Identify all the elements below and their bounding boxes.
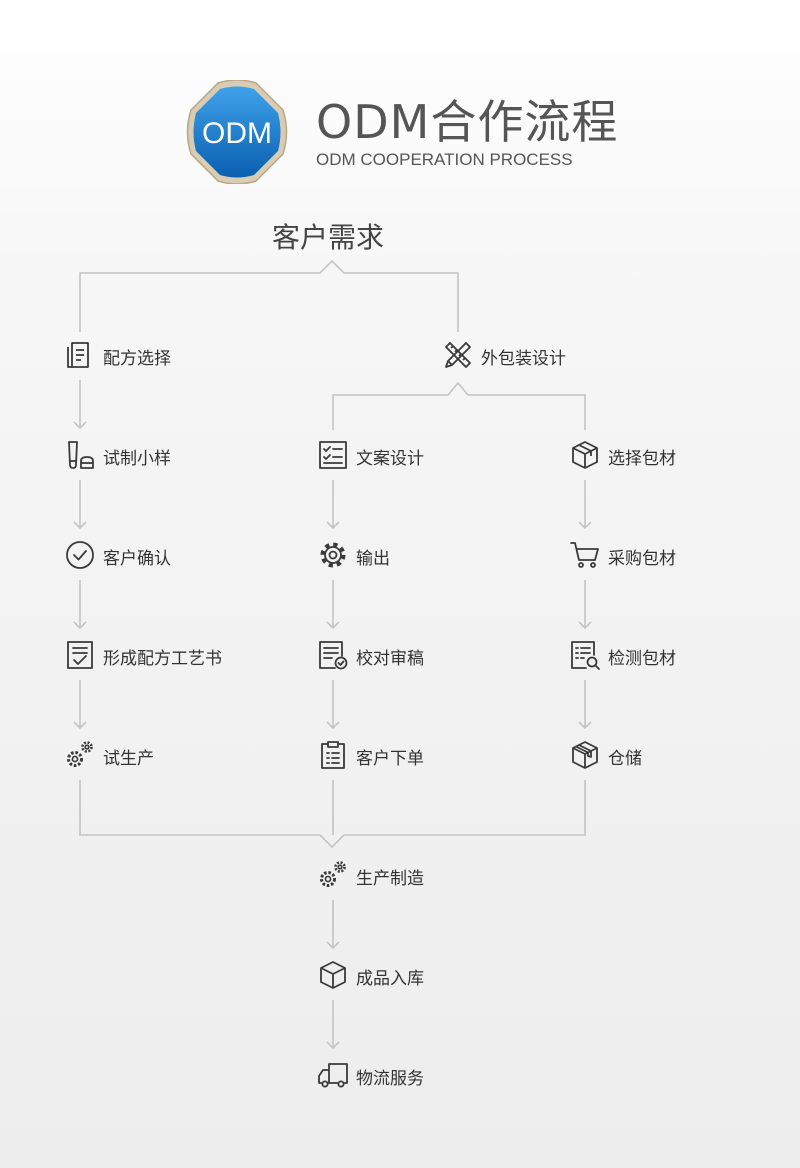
document-icon bbox=[67, 342, 89, 368]
step-label: 外包装设计 bbox=[481, 349, 566, 369]
clipboard-icon bbox=[321, 741, 345, 769]
storage-box-icon bbox=[572, 741, 598, 769]
box-icon bbox=[572, 441, 598, 469]
step-label: 客户确认 bbox=[103, 549, 171, 569]
checklist-icon bbox=[319, 441, 347, 469]
cart-icon bbox=[570, 542, 599, 568]
step-label: 试生产 bbox=[103, 749, 154, 769]
step-label: 检测包材 bbox=[608, 649, 676, 669]
step-label: 文案设计 bbox=[356, 449, 424, 469]
cube-icon bbox=[320, 961, 346, 989]
arrow-lines bbox=[73, 380, 592, 1050]
step-label: 成品入库 bbox=[356, 969, 424, 989]
step-label: 物流服务 bbox=[356, 1069, 424, 1089]
logo-text: ODM bbox=[202, 117, 272, 150]
step-label: 仓储 bbox=[608, 749, 642, 769]
step-label: 客户下单 bbox=[356, 749, 424, 769]
merge-bracket bbox=[79, 780, 586, 849]
gears-icon bbox=[320, 861, 346, 887]
step-label: 校对审稿 bbox=[356, 649, 424, 669]
packaging-bracket bbox=[332, 381, 586, 430]
pencil-ruler-icon bbox=[445, 342, 471, 368]
step-label: 生产制造 bbox=[356, 869, 424, 889]
page-title: ODM合作流程 bbox=[316, 95, 619, 149]
step-label: 试制小样 bbox=[103, 449, 171, 469]
step-label: 选择包材 bbox=[608, 449, 676, 469]
step-label: 输出 bbox=[356, 549, 390, 569]
check-circle-icon bbox=[66, 541, 94, 569]
top-bracket bbox=[79, 259, 459, 332]
step-label: 配方选择 bbox=[103, 349, 171, 369]
doc-search-icon bbox=[571, 641, 600, 670]
checklist-doc-icon bbox=[67, 641, 93, 669]
gears-icon bbox=[67, 741, 93, 767]
page-subtitle: ODM COOPERATION PROCESS bbox=[316, 150, 573, 169]
doc-check-icon bbox=[319, 641, 348, 670]
step-label: 采购包材 bbox=[608, 549, 676, 569]
customer-demand-node: 客户需求 bbox=[272, 221, 385, 254]
gear-icon bbox=[320, 542, 346, 568]
sample-bottles-icon bbox=[68, 441, 94, 469]
odm-logo: ODM bbox=[186, 80, 288, 184]
step-label: 形成配方工艺书 bbox=[103, 649, 222, 669]
truck-icon bbox=[318, 1063, 348, 1088]
